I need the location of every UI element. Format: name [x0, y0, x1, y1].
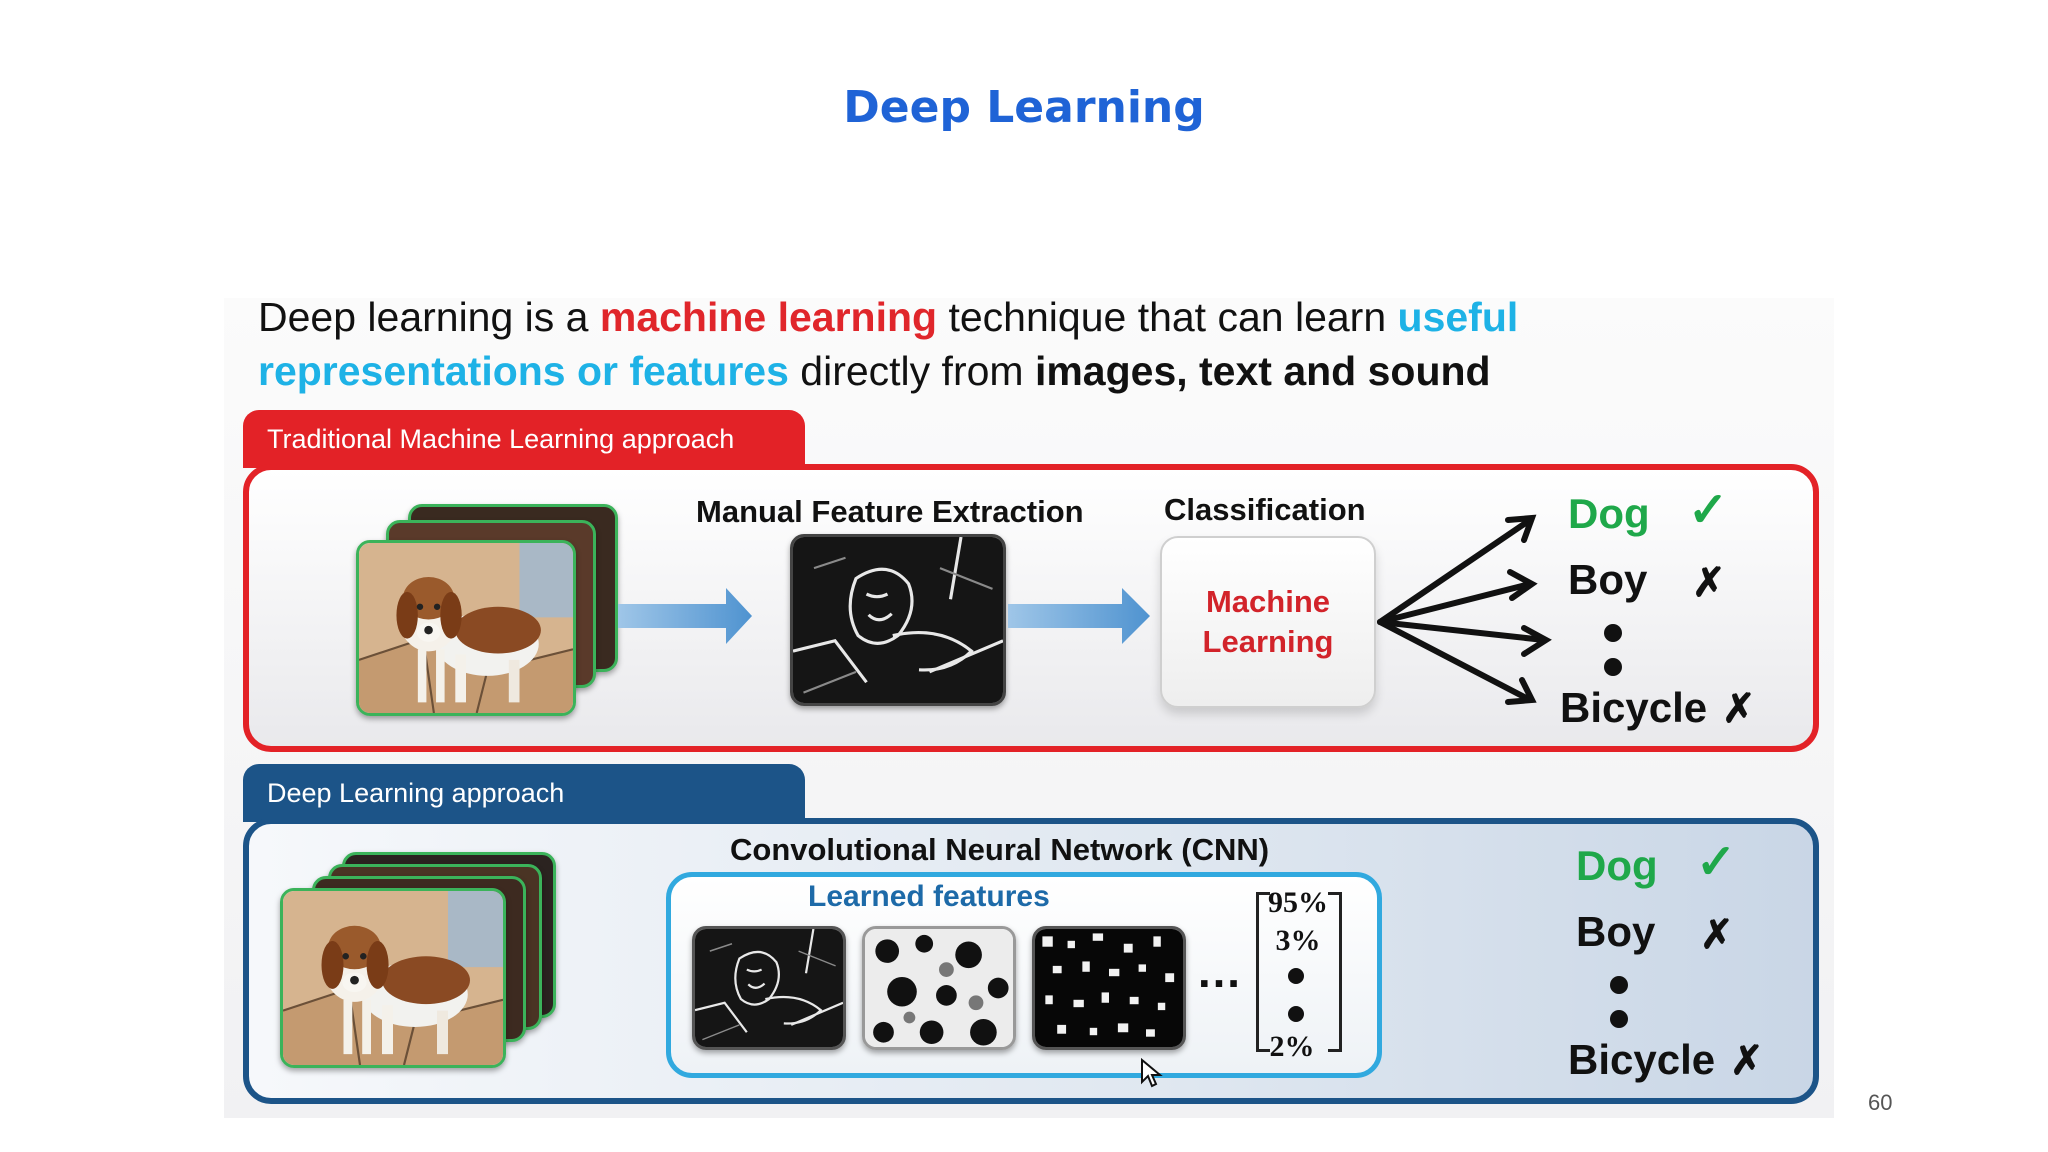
mouse-cursor-icon	[1141, 1058, 1163, 1088]
deep-cross-icon-boy: ✗	[1700, 913, 1734, 957]
intro-part-1: Deep learning is a	[258, 294, 600, 340]
flow-arrow-1	[618, 588, 752, 644]
trad-output-dog: Dog	[1568, 490, 1650, 537]
fan-line-bicycle	[1377, 619, 1533, 703]
intro-highlight-features: useful representations or features	[258, 294, 1519, 394]
dog-image	[356, 540, 576, 716]
prob-dot-2	[1288, 1006, 1304, 1022]
intro-part-3: technique that can learn	[937, 294, 1398, 340]
fan-line-dog	[1377, 517, 1533, 625]
prob-boy: 3%	[1275, 924, 1321, 957]
flow-arrow-2	[1008, 588, 1150, 644]
intro-part-5: directly from	[788, 348, 1035, 394]
trad-cross-icon-boy: ✗	[1692, 561, 1726, 605]
fan-head-boy	[1507, 569, 1538, 601]
classification-label: Classification	[1164, 492, 1366, 527]
deep-dog-image	[280, 888, 506, 1068]
cnn-label: Convolutional Neural Network (CNN)	[730, 832, 1270, 867]
trad-check-icon: ✓	[1688, 484, 1729, 537]
deep-output-bicycle: Bicycle	[1568, 1036, 1716, 1083]
slide-title: Deep Learning	[843, 82, 1205, 133]
ml-box-line-1: Machine	[1205, 584, 1331, 619]
deep-dot-2	[1610, 1010, 1628, 1028]
trad-dot-2	[1604, 658, 1622, 676]
prob-dog: 95%	[1268, 886, 1328, 919]
deep-tab: Deep Learning approach	[243, 764, 805, 822]
fan-head-dog	[1505, 514, 1537, 543]
learned-feature-blobs	[862, 926, 1016, 1050]
prob-dot-1	[1288, 968, 1304, 984]
fan-head-dots	[1521, 625, 1552, 657]
ml-box-line-2: Learning	[1202, 624, 1334, 659]
page-number: 60	[1868, 1090, 1893, 1115]
feature-ellipsis: …	[1196, 945, 1242, 997]
fan-line-dots	[1377, 619, 1547, 643]
edge-feature-map	[790, 534, 1006, 706]
trad-output-boy: Boy	[1568, 556, 1648, 603]
traditional-tab: Traditional Machine Learning approach	[243, 410, 805, 468]
fan-line-boy	[1377, 581, 1533, 625]
deep-output-dog: Dog	[1576, 842, 1658, 889]
deep-dot-1	[1610, 976, 1628, 994]
deep-cross-icon-bicycle: ✗	[1730, 1039, 1764, 1083]
vector-bracket-left	[1256, 892, 1270, 1052]
trad-output-bicycle: Bicycle	[1560, 684, 1708, 731]
manual-feature-label: Manual Feature Extraction	[696, 494, 1084, 529]
intro-highlight-ml: machine learning	[599, 294, 938, 340]
learned-feature-edges	[692, 926, 846, 1050]
prob-bicycle: 2%	[1269, 1030, 1315, 1063]
deep-output-boy: Boy	[1576, 908, 1656, 955]
learned-features-label: Learned features	[808, 880, 1050, 913]
intro-highlight-media: images, text and sound	[1034, 348, 1491, 394]
trad-dot-1	[1604, 624, 1622, 642]
fan-head-bicycle	[1505, 677, 1537, 705]
deep-check-icon: ✓	[1696, 836, 1737, 889]
learned-feature-pixels	[1032, 926, 1186, 1050]
vector-bracket-right	[1328, 892, 1342, 1052]
intro-text: Deep learning is a machine learning tech…	[258, 290, 1678, 398]
trad-cross-icon-bicycle: ✗	[1722, 687, 1756, 731]
